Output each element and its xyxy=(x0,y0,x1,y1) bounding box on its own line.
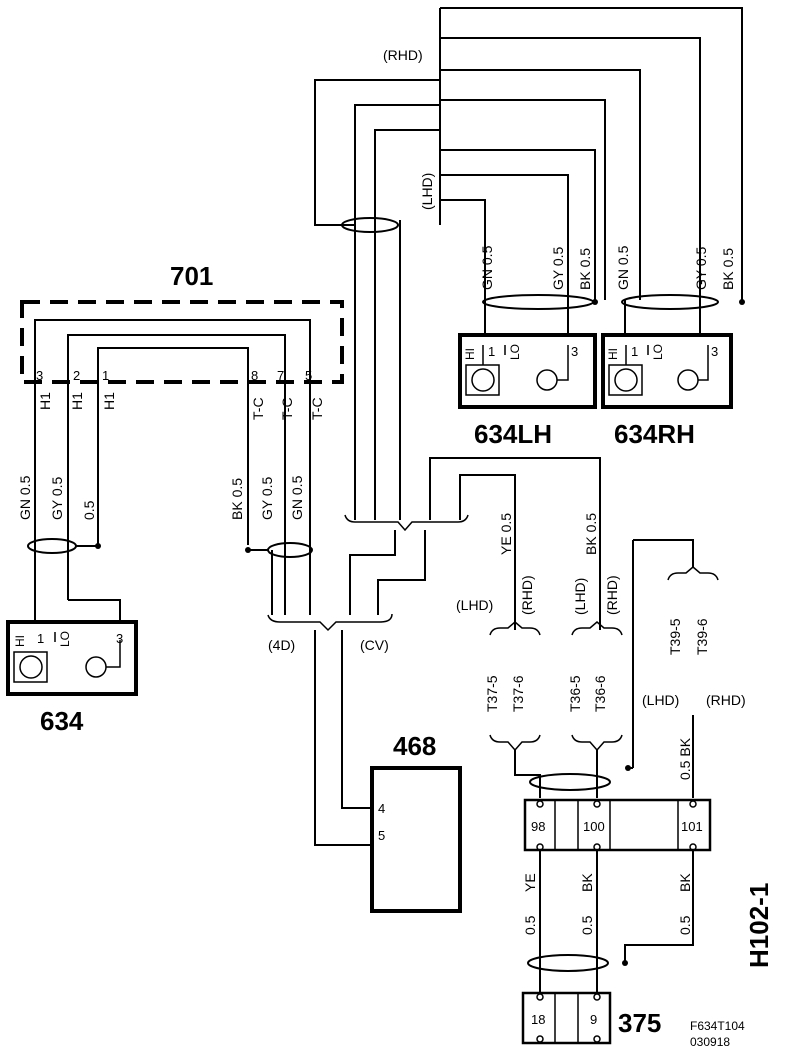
label-634: 634 xyxy=(40,706,84,736)
variant-cv: (CV) xyxy=(360,637,389,653)
wire-label: 0.5 xyxy=(81,500,97,520)
wire-label: GY 0.5 xyxy=(259,476,275,520)
wires-center: BK 0.5 GY 0.5 GN 0.5 (4D) (CV) xyxy=(229,457,601,846)
wires-634rh: GN 0.5 GY 0.5 BK 0.5 xyxy=(615,245,745,346)
label-701: 701 xyxy=(170,261,213,291)
lamp-hi-label: HI xyxy=(463,348,477,360)
signal-label: H1 xyxy=(37,392,53,410)
variant-label: (LHD) xyxy=(642,692,679,708)
label-634lh: 634LH xyxy=(474,419,552,449)
wire-label: YE 0.5 xyxy=(498,513,514,555)
pin-468: 4 xyxy=(378,801,385,816)
wire-label: GY 0.5 xyxy=(693,246,709,290)
pin-375: 18 xyxy=(531,1012,545,1027)
ref-code: F634T104 xyxy=(690,1019,745,1033)
lamp-lo-label: LO xyxy=(651,344,665,360)
pin-701: 1 xyxy=(102,368,109,383)
lamp-634: HI LO 1 3 xyxy=(6,620,138,696)
wire-label: YE xyxy=(522,873,538,892)
pin-375: 9 xyxy=(590,1012,597,1027)
lamp-hi-label: HI xyxy=(13,635,27,647)
pin-701: 2 xyxy=(73,368,80,383)
label-h102: H102-1 xyxy=(744,883,774,968)
signal-label: T-C xyxy=(250,397,266,420)
rhd-label-top: (RHD) xyxy=(383,47,423,63)
pin-701: 8 xyxy=(251,368,258,383)
lamp-pin: 3 xyxy=(711,344,718,359)
lhd-label-top: (LHD) xyxy=(419,173,435,210)
lamp-lo-label: LO xyxy=(508,344,522,360)
variant-label: (RHD) xyxy=(706,692,746,708)
lamp-lo-label: LO xyxy=(58,631,72,647)
connector-701 xyxy=(20,300,344,384)
wire-label: BK 0.5 xyxy=(720,248,736,290)
top-wire-bundle: (RHD) (LHD) xyxy=(314,7,743,520)
wire-label: BK xyxy=(579,873,595,892)
wires-634lh: GN 0.5 GY 0.5 BK 0.5 xyxy=(479,245,598,345)
wire-label: 0.5 xyxy=(579,915,595,935)
wire-label: BK 0.5 xyxy=(229,478,245,520)
signal-label: H1 xyxy=(69,392,85,410)
pin-701: 7 xyxy=(277,368,284,383)
wire-label: GN 0.5 xyxy=(289,475,305,520)
connector-701-wires: 3 2 1 8 7 5 H1 H1 H1 T-C T-C T-C xyxy=(34,319,325,640)
wire-label: 0.5 xyxy=(522,915,538,935)
signal-label: T-C xyxy=(309,397,325,420)
pin-468: 5 xyxy=(378,828,385,843)
pin-701: 3 xyxy=(36,368,43,383)
connector-375: 18 9 xyxy=(521,991,612,1045)
lamp-pin: 3 xyxy=(116,631,123,646)
wire-label: GY 0.5 xyxy=(550,246,566,290)
label-634rh: 634RH xyxy=(614,419,695,449)
wires-634: GN 0.5 GY 0.5 0.5 xyxy=(17,475,101,635)
wire-label: BK 0.5 xyxy=(583,513,599,555)
pin-h102: 101 xyxy=(681,819,703,834)
component-468 xyxy=(370,766,462,913)
wire-label: GN 0.5 xyxy=(479,245,495,290)
wire-label: GN 0.5 xyxy=(17,475,33,520)
signal-label: H1 xyxy=(101,392,117,410)
lamp-634rh: HI LO 1 3 xyxy=(601,333,733,409)
ref-date: 030918 xyxy=(690,1035,730,1049)
label-375: 375 xyxy=(618,1008,661,1038)
wires-ye-bk: YE 0.5 BK 0.5 (RHD) (LHD) (RHD) (LHD) (L… xyxy=(456,513,746,798)
lamp-hi-label: HI xyxy=(606,348,620,360)
terminal-label: T39-5 xyxy=(667,618,683,655)
wire-label: BK 0.5 xyxy=(577,248,593,290)
pin-h102: 100 xyxy=(583,819,605,834)
label-468: 468 xyxy=(393,731,436,761)
pin-701: 5 xyxy=(305,368,312,383)
wire-label: 0.5 BK xyxy=(677,737,693,780)
variant-label: (LHD) xyxy=(456,597,493,613)
terminal-label: T37-6 xyxy=(510,675,526,712)
wire-label: GN 0.5 xyxy=(615,245,631,290)
lamp-pin: 3 xyxy=(571,344,578,359)
signal-label: T-C xyxy=(279,397,295,420)
variant-label: (LHD) xyxy=(572,578,588,615)
terminal-label: T36-6 xyxy=(592,675,608,712)
wire-label: BK xyxy=(677,873,693,892)
connector-h102: 98 100 101 xyxy=(523,798,712,852)
wire-label: 0.5 xyxy=(677,915,693,935)
variant-4d: (4D) xyxy=(268,637,295,653)
pin-h102: 98 xyxy=(531,819,545,834)
variant-label: (RHD) xyxy=(519,575,535,615)
terminal-label: T37-5 xyxy=(484,675,500,712)
wire-label: GY 0.5 xyxy=(49,476,65,520)
lamp-pin: 1 xyxy=(37,631,44,646)
lamp-pin: 1 xyxy=(631,344,638,359)
terminal-label: T39-6 xyxy=(694,618,710,655)
variant-label: (RHD) xyxy=(604,575,620,615)
lamp-634lh: HI LO 1 3 xyxy=(458,333,597,409)
terminal-label: T36-5 xyxy=(567,675,583,712)
wires-bottom: YE BK BK 0.5 0.5 0.5 xyxy=(522,850,694,995)
lamp-pin: 1 xyxy=(488,344,495,359)
